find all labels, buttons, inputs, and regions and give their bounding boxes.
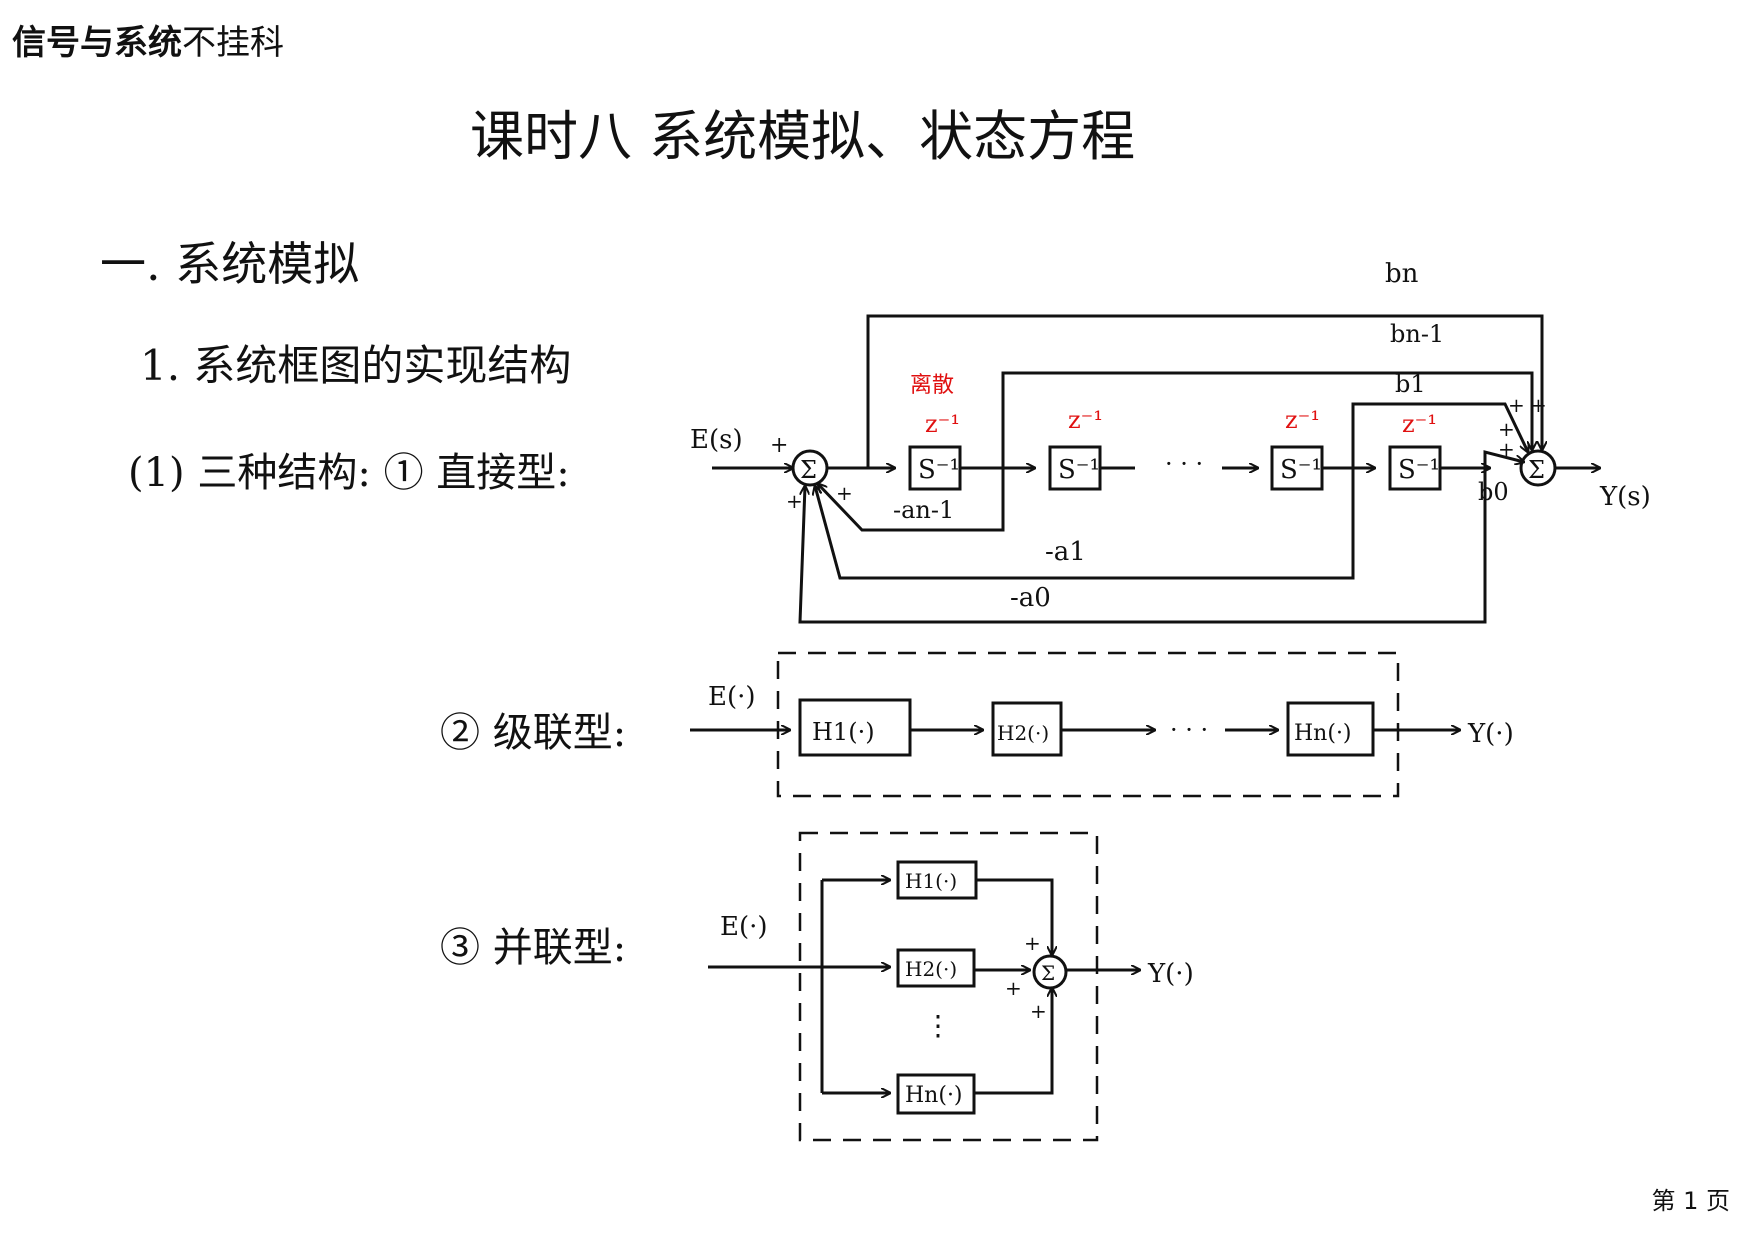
cascade-form-labels: E(·) Y(·) H1(·) H2(·) Hn(·) · · ·	[708, 682, 1514, 749]
plus-sign: +	[770, 433, 788, 458]
parallel-block-n-label: Hn(·)	[905, 1083, 963, 1108]
integrator-block	[1388, 445, 1442, 491]
parallel-join-1	[976, 878, 1052, 955]
item-cascade-form: ② 级联型:	[440, 710, 627, 756]
discrete-note: 离散	[910, 373, 954, 398]
cascade-form-diagram	[690, 651, 1460, 798]
cascade-input-label: E(·)	[708, 682, 756, 712]
z-inverse-label: z⁻¹	[1285, 406, 1320, 434]
feedback-an-1	[818, 468, 1005, 532]
input-summer-symbol: Σ	[800, 456, 817, 484]
plus-sign: +	[1508, 393, 1525, 417]
subsection-heading: 1. 系统框图的实现结构	[140, 341, 572, 390]
coef-b0: b0	[1478, 478, 1509, 506]
item-direct-form: (1) 三种结构: ① 直接型:	[128, 450, 570, 496]
feedback-a1	[815, 468, 1355, 580]
plus-sign: +	[1498, 437, 1515, 461]
cascade-output-label: Y(·)	[1467, 719, 1514, 749]
feedback-a0	[798, 468, 1487, 624]
parallel-form-labels: E(·) Y(·) H1(·) H2(·) Hn(·) ⋮ Σ + + +	[720, 869, 1194, 1108]
output-summer-symbol: Σ	[1528, 456, 1545, 484]
parallel-output-label: Y(·)	[1147, 959, 1194, 989]
parallel-form-diagram	[708, 831, 1140, 1142]
integrator-label: S⁻¹	[918, 455, 960, 485]
plus-sign: +	[786, 489, 803, 513]
integrator-label: S⁻¹	[1058, 455, 1100, 485]
coef-bn: bn	[1385, 259, 1419, 289]
plus-sign: +	[1005, 976, 1022, 1000]
plus-sign: +	[1498, 417, 1515, 441]
parallel-join-n	[974, 988, 1052, 1095]
feedforward-b0	[1483, 450, 1524, 468]
direct-form-labels: E(s) Y(s) Σ Σ S⁻¹ S⁻¹ S⁻¹ S⁻¹ 离散 z⁻¹ z⁻¹…	[690, 259, 1651, 613]
cascade-block-2-label: H2(·)	[997, 721, 1049, 745]
cascade-block-1-label: H1(·)	[812, 718, 875, 746]
section-heading: 一. 系统模拟	[100, 237, 360, 291]
z-inverse-label: z⁻¹	[1068, 406, 1103, 434]
direct-form-diagram	[712, 314, 1600, 624]
parallel-summer	[1032, 954, 1068, 990]
cascade-block-n-label: Hn(·)	[1294, 721, 1352, 746]
coef-a1: -a1	[1045, 537, 1086, 567]
coef-an-1: -an-1	[893, 496, 954, 524]
document-header: 信号与系统不挂科	[12, 20, 284, 66]
parallel-dashed-boundary	[798, 831, 1099, 1142]
feedforward-b1	[1351, 402, 1528, 468]
parallel-block-2-label: H2(·)	[905, 957, 957, 981]
output-summer	[1519, 449, 1557, 487]
integrator-block	[1270, 445, 1324, 491]
page-title: 课时八 系统模拟、状态方程	[470, 105, 1136, 168]
parallel-block-1-label: H1(·)	[905, 869, 957, 893]
z-inverse-label: z⁻¹	[925, 410, 960, 438]
cascade-dashed-boundary	[776, 651, 1400, 798]
plus-sign: +	[1030, 999, 1047, 1023]
plus-sign: +	[836, 481, 853, 505]
item-parallel-form: ③ 并联型:	[440, 925, 627, 971]
page-number: 第 1 页	[1651, 1187, 1730, 1215]
coef-a0: -a0	[1010, 583, 1051, 613]
header-brand: 信号与系统	[12, 23, 182, 63]
plus-sign: +	[1024, 931, 1041, 955]
cascade-ellipsis: · · ·	[1170, 716, 1208, 744]
direct-ellipsis: · · ·	[1165, 450, 1203, 478]
parallel-block-2	[896, 948, 976, 988]
parallel-summer-symbol: Σ	[1041, 961, 1055, 985]
coef-b1: b1	[1395, 370, 1426, 398]
header-tagline: 不挂科	[182, 23, 284, 63]
integrator-label: S⁻¹	[1280, 455, 1322, 485]
parallel-input-label: E(·)	[720, 912, 768, 942]
direct-input-label: E(s)	[690, 425, 743, 455]
z-inverse-label: z⁻¹	[1402, 410, 1437, 438]
feedforward-bn	[866, 314, 1542, 468]
coef-bn-1: bn-1	[1390, 320, 1444, 348]
integrator-block	[908, 445, 962, 491]
plus-sign: +	[1530, 393, 1547, 417]
parallel-ellipsis: ⋮	[924, 1009, 952, 1042]
feedforward-bn-1	[1001, 371, 1532, 468]
direct-output-label: Y(s)	[1599, 482, 1651, 512]
cascade-block-1	[798, 698, 912, 757]
integrator-label: S⁻¹	[1398, 455, 1440, 485]
integrator-block	[1048, 445, 1102, 491]
